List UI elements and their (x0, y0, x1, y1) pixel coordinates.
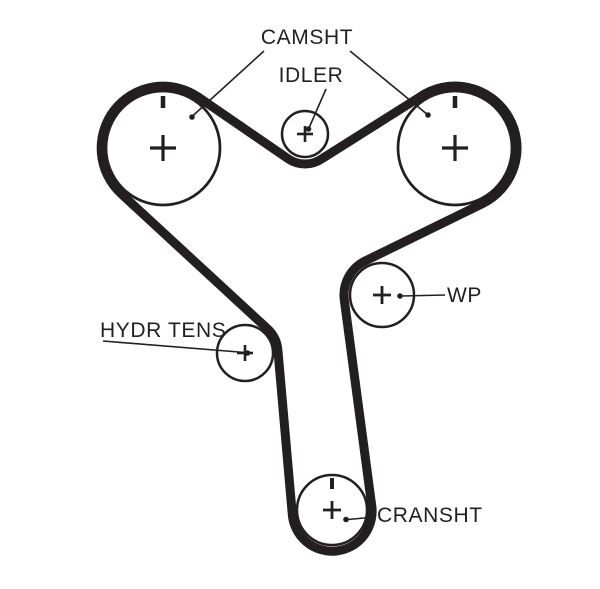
center-cross-icon-camshaft-right (442, 135, 468, 161)
leader-line-hydraulic-tensioner (102, 340, 246, 354)
leader-dot-camshaft-left (189, 114, 195, 120)
leader-dot-camshaft-right (425, 112, 431, 118)
label-hydraulic-tensioner: HYDR TENS (100, 319, 227, 342)
label-idler: IDLER (278, 64, 344, 87)
leader-dot-water-pump (397, 293, 403, 299)
label-camshaft: CAMSHT (260, 26, 354, 49)
label-crankshaft: CRANSHT (377, 504, 483, 527)
center-cross-icon-idler (297, 126, 313, 142)
center-cross-icon-camshaft-left (150, 135, 176, 161)
leader-line-water-pump (401, 294, 446, 297)
leader-line-crankshaft (347, 516, 376, 521)
center-cross-icon-crankshaft (323, 501, 341, 519)
label-water-pump: WP (447, 284, 483, 307)
leader-dot-idler (305, 126, 312, 132)
leader-line-camshaft-left (191, 50, 265, 118)
leader-line-idler (308, 88, 327, 129)
leader-dot-crankshaft (343, 516, 349, 523)
leader-line-camshaft-right (349, 50, 429, 116)
leader-dot-hydraulic-tensioner (244, 350, 251, 356)
center-cross-icon-water-pump (373, 286, 391, 304)
timing-belt (96, 81, 522, 556)
